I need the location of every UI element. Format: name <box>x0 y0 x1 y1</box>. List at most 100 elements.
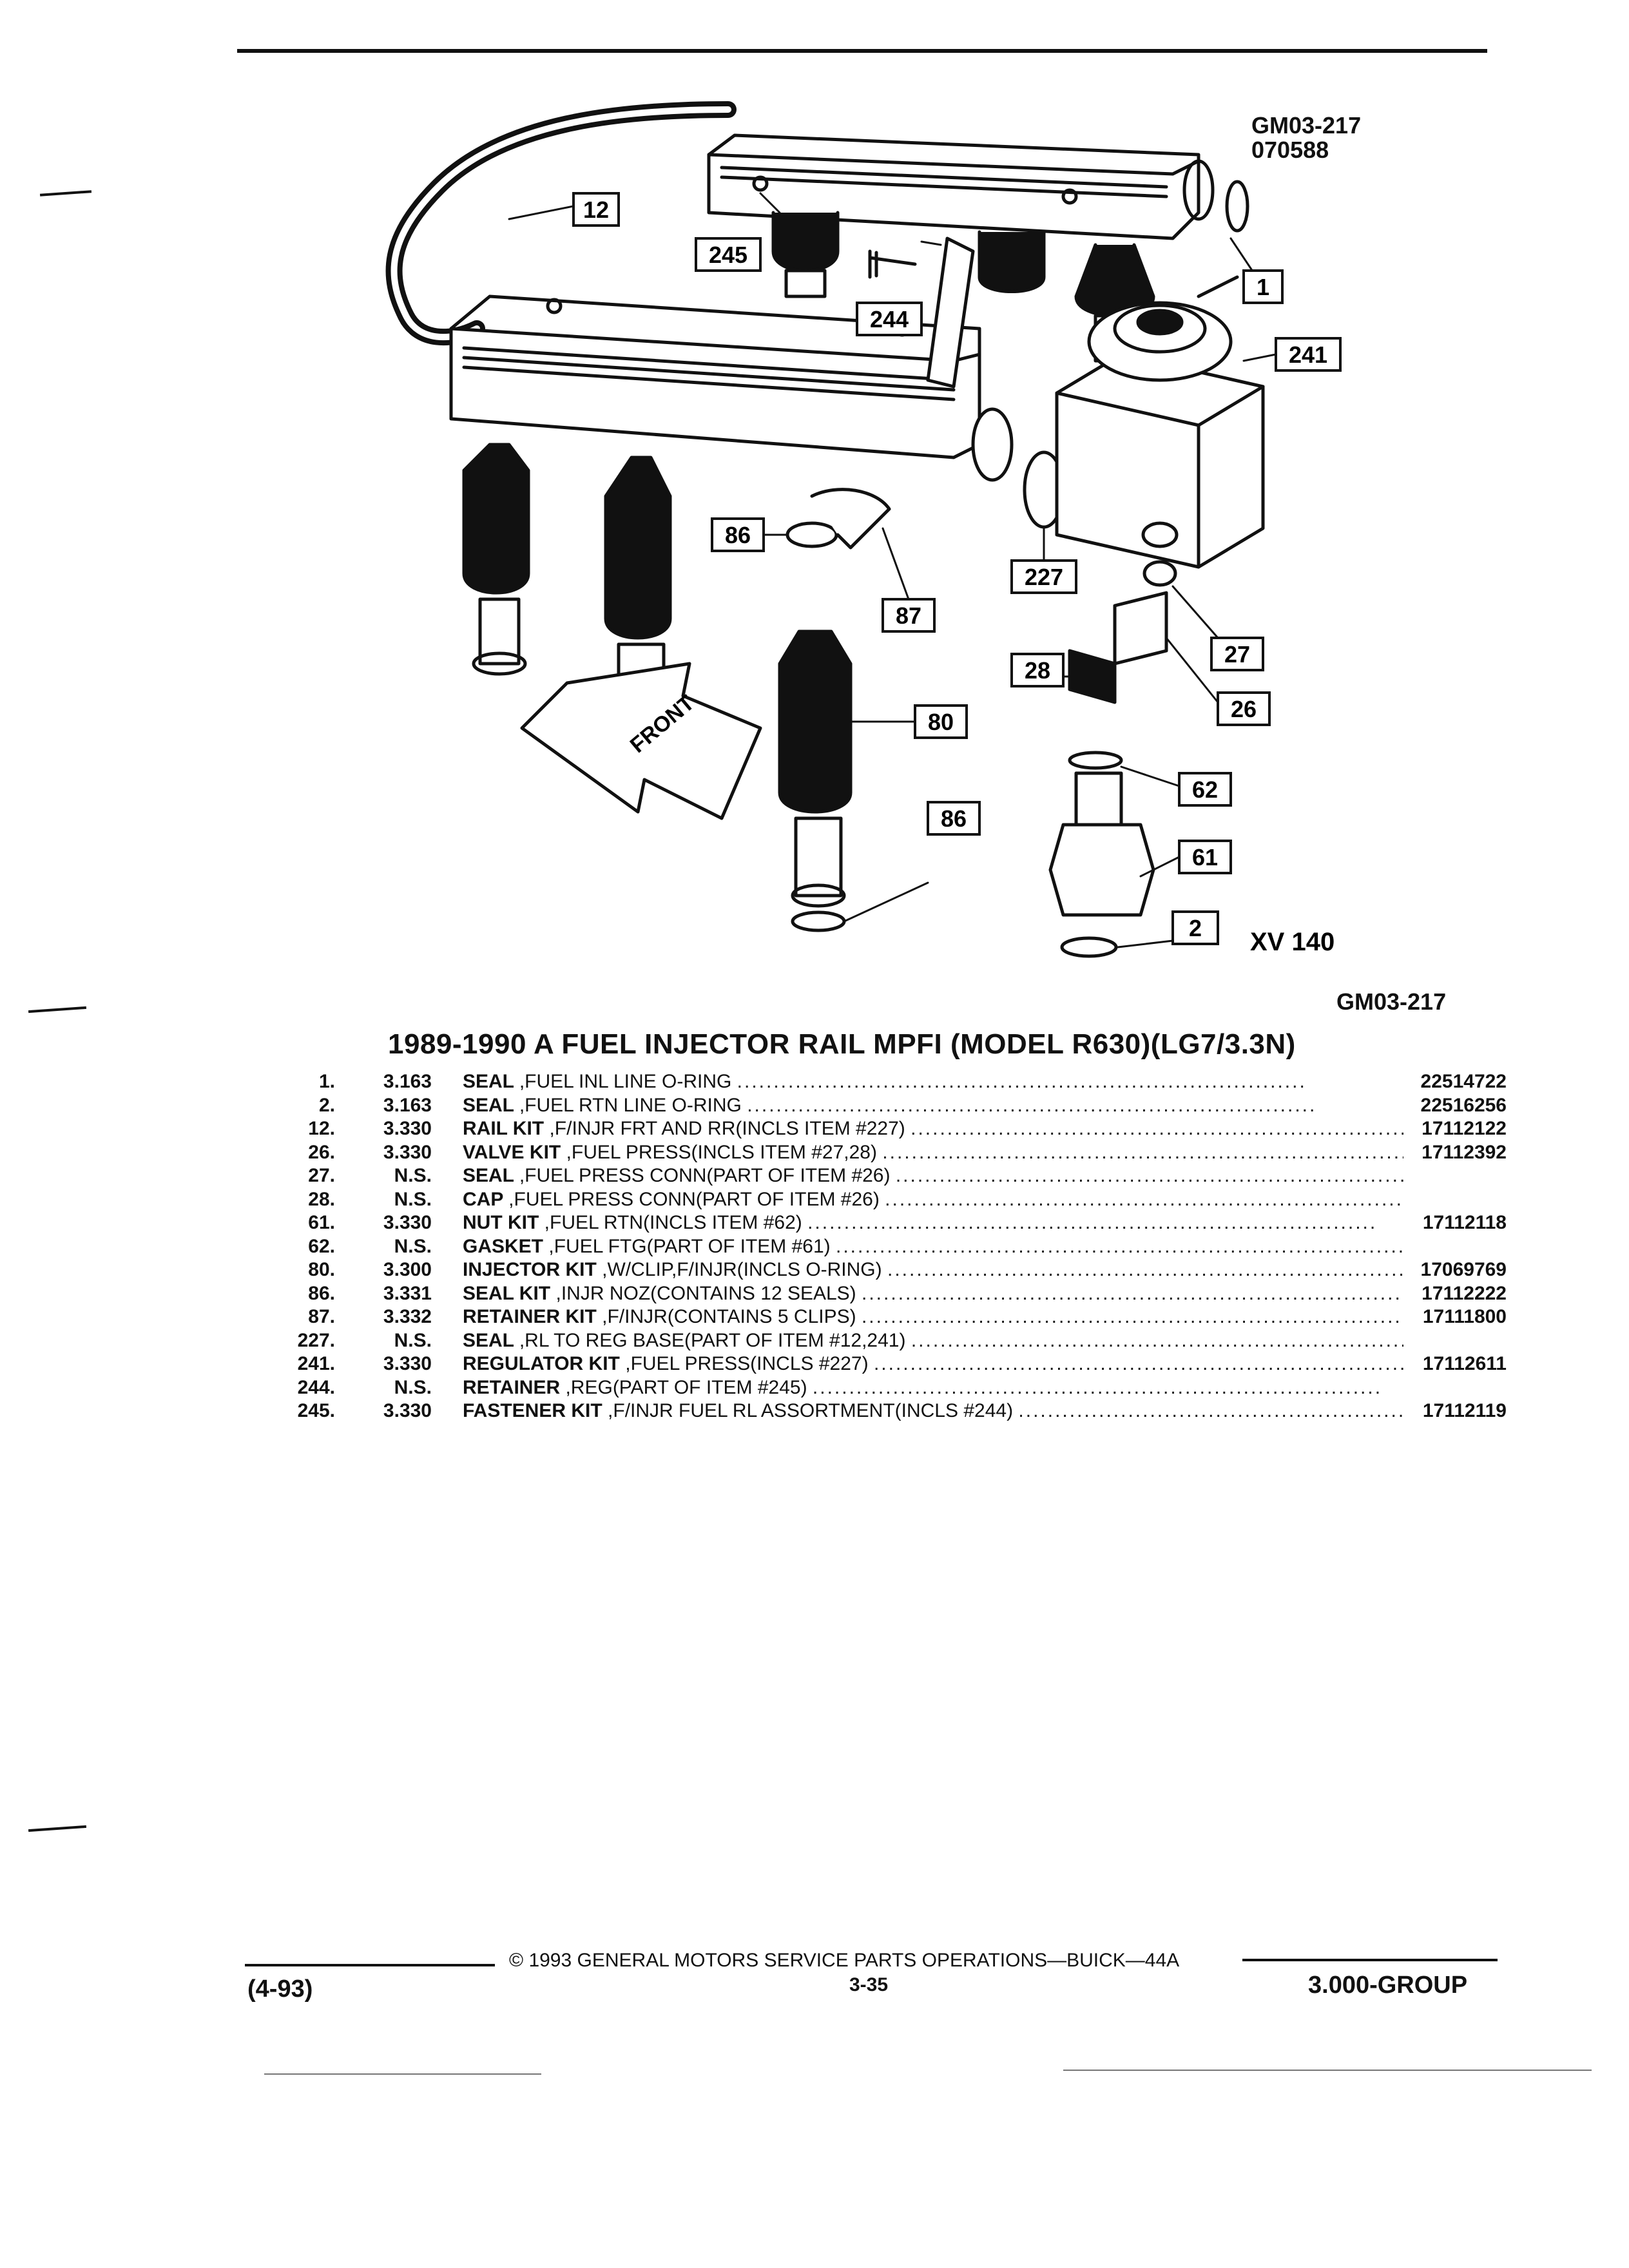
o-ring-2 <box>1060 936 1118 958</box>
pressure-regulator-241 <box>1055 275 1265 569</box>
group-number: 3.300 <box>383 1259 432 1280</box>
fuel-injector-rail-diagram: 12 245 244 1 241 86 227 87 27 28 26 80 6… <box>385 101 1342 958</box>
part-description: ,FUEL PRESS CONN(PART OF ITEM #26) <box>519 1165 891 1186</box>
callout-1-label: 1 <box>1257 274 1269 300</box>
parts-row: 227.N.S.SEAL ,RL TO REG BASE(PART OF ITE… <box>245 1330 1508 1354</box>
footer-rule-left <box>245 1964 495 1966</box>
part-name: SEAL KIT <box>463 1282 551 1304</box>
page-title: 1989-1990 A FUEL INJECTOR RAIL MPFI (MOD… <box>388 1028 1296 1060</box>
item-number: 27. <box>308 1165 335 1186</box>
part-name: SEAL <box>463 1094 514 1116</box>
part-name: RAIL KIT <box>463 1118 545 1139</box>
part-name: CAP <box>463 1188 503 1210</box>
callout-86-lower: 86 <box>927 801 981 836</box>
callout-12-label: 12 <box>583 197 609 223</box>
margin-mark <box>28 1006 87 1014</box>
item-number: 1. <box>318 1071 335 1092</box>
part-name: GASKET <box>463 1235 544 1257</box>
item-number: 12. <box>308 1118 335 1139</box>
group-number: 3.163 <box>383 1071 432 1092</box>
rear-injector-mid <box>978 230 1046 293</box>
callout-86-upper-label: 86 <box>725 522 751 548</box>
page-number: 3-35 <box>849 1974 889 1995</box>
drawing-code-line2: 070588 <box>1251 137 1329 163</box>
item-number: 61. <box>308 1212 335 1233</box>
item-number: 62. <box>308 1235 335 1257</box>
revision-date: (4-93) <box>247 1975 313 2003</box>
part-description: ,FUEL FTG(PART OF ITEM #61) <box>548 1235 831 1257</box>
item-number: 2. <box>318 1094 335 1116</box>
item-number: 86. <box>308 1282 335 1304</box>
group-label: 3.000-GROUP <box>1308 1972 1468 1999</box>
part-description: ,W/CLIP,F/INJR(INCLS O-RING) <box>602 1259 882 1280</box>
item-number: 245. <box>297 1400 335 1421</box>
front-injector-1 <box>462 443 530 676</box>
fastener-245 <box>868 249 917 279</box>
part-description: ,FUEL RTN(INCLS ITEM #62) <box>544 1212 802 1233</box>
group-number: N.S. <box>394 1329 432 1351</box>
group-number: 3.330 <box>383 1141 432 1163</box>
nozzle-seal-86-lower <box>791 910 846 932</box>
callout-86-lower-label: 86 <box>941 805 967 832</box>
callout-244-label: 244 <box>870 306 909 332</box>
nozzle-seal-86-upper <box>786 521 838 548</box>
reference-code: GM03-217 <box>1336 988 1447 1015</box>
return-fitting <box>1074 771 1123 827</box>
parts-row: 244.N.S.RETAINER ,REG(PART OF ITEM #245)… <box>245 1377 1508 1401</box>
seal-27 <box>1142 560 1177 587</box>
callout-87-label: 87 <box>896 602 921 629</box>
front-injector-80 <box>778 629 853 932</box>
cap-28 <box>1068 649 1117 704</box>
front-fuel-rail <box>449 327 981 459</box>
item-number: 227. <box>297 1329 335 1351</box>
part-description: ,REG(PART OF ITEM #245) <box>565 1376 807 1398</box>
part-number: 17112122 <box>1422 1118 1507 1139</box>
group-number: N.S. <box>394 1188 432 1210</box>
gasket-62 <box>1068 751 1123 770</box>
part-name: SEAL <box>463 1071 514 1092</box>
retainer-clip-87 <box>810 488 891 550</box>
group-number: 3.331 <box>383 1282 432 1304</box>
callout-27-label: 27 <box>1224 641 1250 668</box>
callout-2-label: 2 <box>1189 915 1202 941</box>
part-name: VALVE KIT <box>463 1141 561 1163</box>
drawing-code-line1: GM03-217 <box>1251 112 1362 139</box>
part-number: 22514722 <box>1420 1071 1507 1092</box>
part-description: ,INJR NOZ(CONTAINS 12 SEALS) <box>555 1282 856 1304</box>
parts-row: 86. 3.331 SEAL KIT ,INJR NOZ(CONTAINS 12 S… <box>245 1283 1508 1307</box>
view-label: XV 140 <box>1250 928 1335 956</box>
callout-227-label: 227 <box>1025 564 1063 590</box>
drawing-code: GM03-217 070588 <box>1251 113 1361 162</box>
part-name: RETAINER <box>463 1376 561 1398</box>
rear-injector-left <box>771 211 840 298</box>
part-number: 17112118 <box>1422 1212 1507 1233</box>
scan-line <box>1063 2070 1592 2071</box>
group-number: N.S. <box>394 1235 432 1257</box>
part-description: ,F/INJR FUEL RL ASSORTMENT(INCLS #244) <box>608 1400 1014 1421</box>
scan-line <box>264 2073 541 2075</box>
part-number: 17112392 <box>1422 1141 1507 1163</box>
callout-244: 244 <box>856 302 923 336</box>
part-description: ,RL TO REG BASE(PART OF ITEM #12,241) <box>519 1329 906 1351</box>
callout-27: 27 <box>1210 637 1264 671</box>
group-number: 3.163 <box>383 1094 432 1116</box>
parts-row: 27. N.S. SEAL ,FUEL PRESS CONN(PART OF ITE… <box>245 1165 1508 1189</box>
part-number: 17111800 <box>1422 1306 1507 1327</box>
item-number: 244. <box>297 1376 335 1398</box>
group-number: N.S. <box>394 1165 432 1186</box>
callout-26-label: 26 <box>1231 696 1257 722</box>
part-name: SEAL <box>463 1165 514 1186</box>
valve-26 <box>1113 591 1168 666</box>
item-number: 241. <box>297 1353 335 1374</box>
callout-62-label: 62 <box>1192 776 1218 803</box>
nut-61 <box>1048 823 1155 917</box>
part-number: 22516256 <box>1420 1094 1507 1116</box>
part-name: FASTENER KIT <box>463 1400 602 1421</box>
